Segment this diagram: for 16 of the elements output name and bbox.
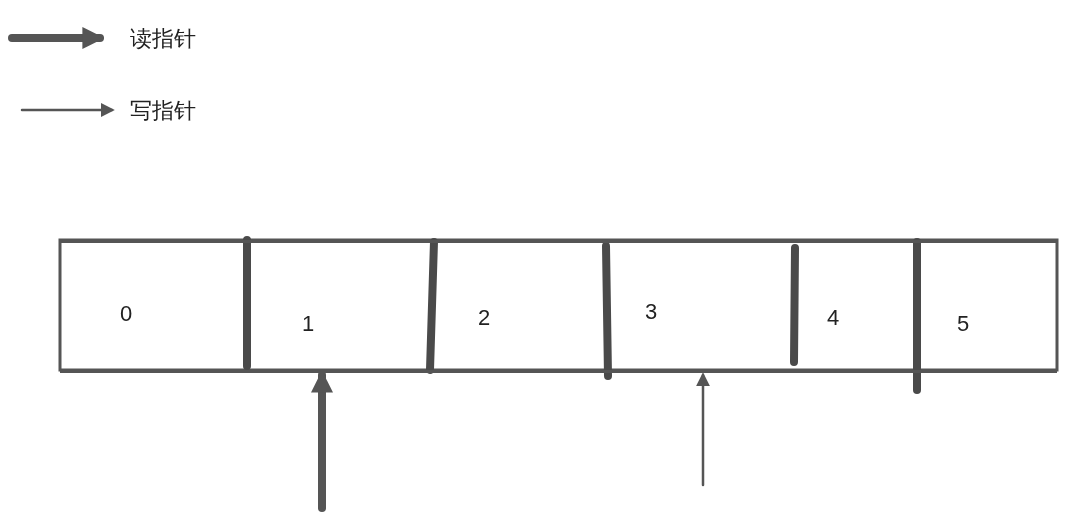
cell-index: 3 [645,299,658,325]
cell-index: 5 [957,311,970,337]
array-cell [430,240,607,373]
pointer-arrow [696,372,710,487]
cell-index: 0 [120,301,133,327]
legend-label: 写指针 [130,97,196,125]
cell-index: 4 [827,305,840,331]
cell-index: 1 [302,311,315,337]
array-cell [60,240,247,373]
array-cell [795,240,917,373]
cell-index: 2 [478,305,491,331]
array-cell [607,240,795,373]
legend-label: 读指针 [130,25,196,53]
pointer-arrow [311,370,333,512]
array-cell [247,240,430,373]
array-cell [917,240,1057,373]
